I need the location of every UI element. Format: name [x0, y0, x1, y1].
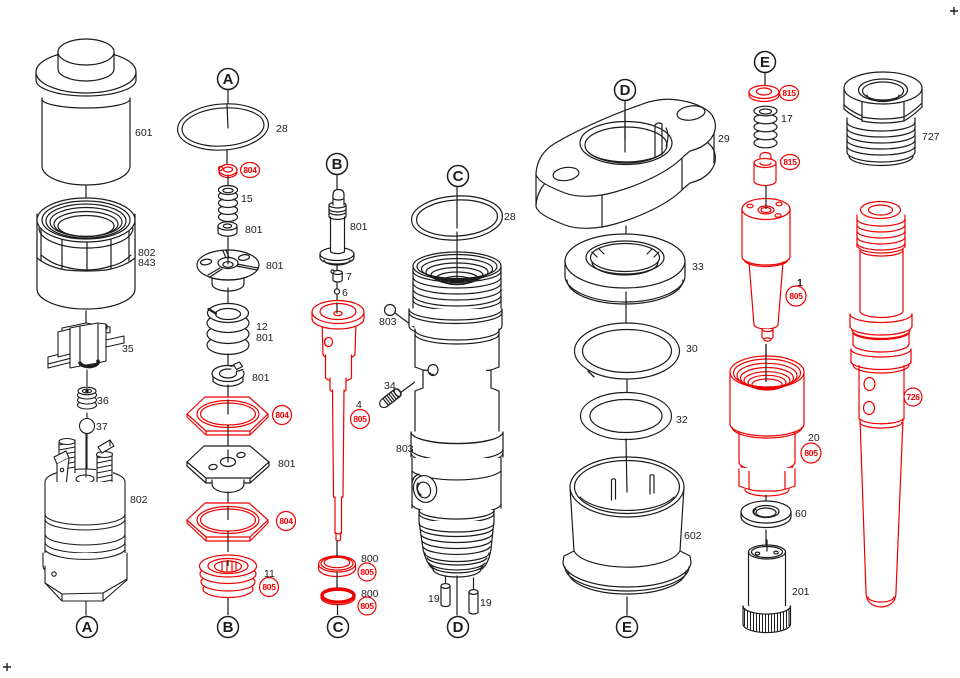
- svg-text:15: 15: [241, 193, 253, 205]
- svg-text:20: 20: [808, 432, 820, 444]
- svg-text:804: 804: [243, 165, 257, 175]
- svg-text:34: 34: [384, 380, 396, 392]
- svg-text:801: 801: [266, 260, 284, 272]
- svg-text:803: 803: [379, 316, 397, 328]
- svg-text:17: 17: [781, 113, 793, 125]
- svg-text:802: 802: [130, 494, 148, 506]
- svg-text:E: E: [622, 619, 632, 636]
- svg-text:201: 201: [792, 586, 810, 598]
- svg-text:6: 6: [342, 287, 348, 299]
- svg-text:29: 29: [718, 133, 730, 145]
- svg-text:28: 28: [504, 211, 516, 223]
- svg-text:805: 805: [360, 601, 374, 611]
- svg-text:60: 60: [795, 508, 807, 520]
- svg-text:805: 805: [262, 582, 276, 592]
- svg-text:805: 805: [360, 567, 374, 577]
- svg-text:1: 1: [797, 277, 803, 289]
- svg-text:801: 801: [252, 372, 270, 384]
- svg-text:11: 11: [264, 568, 275, 580]
- svg-text:4: 4: [356, 399, 362, 411]
- svg-text:602: 602: [684, 530, 702, 542]
- svg-text:805: 805: [804, 448, 818, 458]
- svg-text:815: 815: [783, 157, 797, 167]
- svg-text:804: 804: [279, 516, 293, 526]
- svg-text:815: 815: [782, 88, 796, 98]
- svg-text:A: A: [223, 71, 234, 88]
- svg-text:A: A: [82, 619, 93, 636]
- svg-text:727: 727: [922, 131, 940, 143]
- svg-text:B: B: [223, 619, 234, 636]
- svg-text:802: 802: [138, 247, 156, 259]
- svg-text:D: D: [453, 619, 464, 636]
- svg-text:C: C: [333, 619, 344, 636]
- svg-text:804: 804: [275, 410, 289, 420]
- svg-text:601: 601: [135, 127, 153, 139]
- svg-text:12: 12: [256, 321, 268, 333]
- svg-text:C: C: [453, 168, 464, 185]
- svg-text:E: E: [760, 54, 770, 71]
- svg-text:19: 19: [428, 593, 440, 605]
- svg-text:28: 28: [276, 123, 288, 135]
- svg-text:805: 805: [353, 414, 367, 424]
- svg-text:33: 33: [692, 261, 704, 273]
- svg-text:19: 19: [480, 597, 492, 609]
- svg-text:B: B: [332, 156, 343, 173]
- svg-text:803: 803: [396, 443, 414, 455]
- svg-text:D: D: [620, 82, 631, 99]
- svg-text:801: 801: [256, 332, 274, 344]
- svg-text:36: 36: [97, 395, 109, 407]
- svg-text:843: 843: [138, 257, 156, 269]
- svg-text:30: 30: [686, 343, 698, 355]
- svg-text:726: 726: [906, 392, 920, 402]
- svg-text:801: 801: [245, 224, 263, 236]
- svg-text:801: 801: [350, 221, 368, 233]
- svg-text:805: 805: [789, 291, 803, 301]
- svg-text:37: 37: [96, 421, 108, 433]
- svg-text:32: 32: [676, 414, 688, 426]
- svg-text:35: 35: [122, 343, 134, 355]
- svg-text:7: 7: [346, 271, 352, 283]
- svg-text:800: 800: [361, 553, 379, 565]
- svg-text:801: 801: [278, 458, 296, 470]
